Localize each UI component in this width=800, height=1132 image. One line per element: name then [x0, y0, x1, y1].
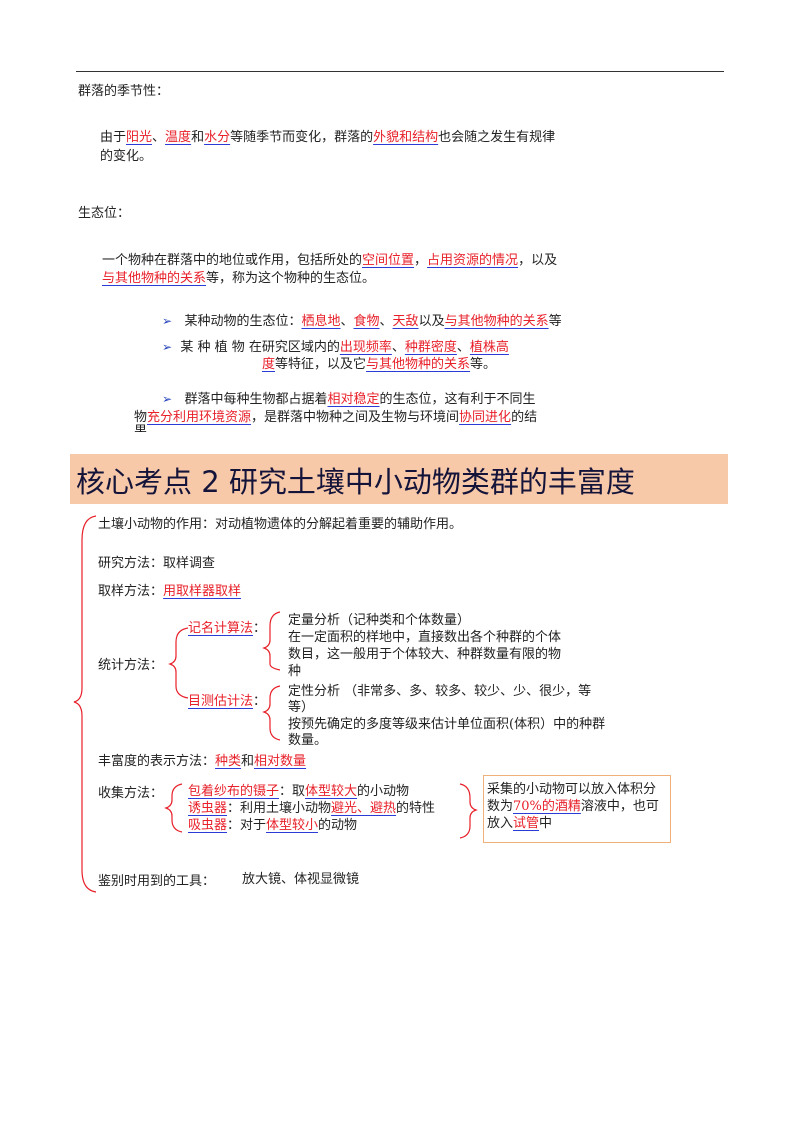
bullet-plant-niche-line-2: 度等特征，以及它与其他物种的关系等。: [262, 357, 497, 372]
counting-line-1: 定量分析（记种类和个体数量）: [288, 613, 471, 628]
arrow-bullet-icon: ➢: [162, 340, 173, 354]
key-term: 试管: [513, 816, 540, 831]
key-term: 阳光: [126, 130, 153, 145]
quantitative-bracket: [262, 611, 281, 671]
method-counting: 记名计算法：: [188, 621, 267, 636]
key-term: 协同进化: [459, 410, 512, 425]
niche-definition-line-1: 一个物种在群落中的地位或作用，包括所处的空间位置，占用资源的情况，以及: [102, 253, 558, 268]
note-line-1: 采集的小动物可以放入体积分: [487, 782, 657, 797]
key-term: 体型较大: [305, 784, 358, 799]
key-term: 相对稳定: [327, 392, 380, 407]
bullet-niche-benefit-line-2: 物充分利用环境资源，是群落中物种之间及生物与环境间协同进化的结: [134, 410, 538, 425]
key-term: 与其他物种的关系: [444, 314, 549, 329]
bullet-niche-benefit-line-3-clipped: 果: [134, 424, 148, 432]
collect-row-1: 包着纱布的镊子：取体型较大的小动物: [188, 784, 410, 799]
collect-right-bracket: [459, 783, 478, 839]
bullet-animal-niche: ➢ 某种动物的生态位：栖息地、食物、天敌以及与其他物种的关系等: [162, 314, 562, 329]
stats-label: 统计方法：: [98, 658, 164, 673]
key-term: 空间位置: [362, 253, 415, 268]
stats-bracket: [168, 627, 189, 699]
collect-bracket: [164, 783, 183, 833]
topic-banner: [70, 454, 728, 504]
key-term: 与其他物种的关系: [366, 357, 471, 372]
niche-definition-line-2: 与其他物种的关系等，称为这个物种的生态位。: [102, 271, 376, 286]
key-term: 天敌: [392, 314, 419, 329]
key-term: 出现频率: [339, 340, 392, 355]
bullet-niche-benefit-line-1: ➢ 群落中每种生物都占据着相对稳定的生态位，这有利于不同生: [162, 392, 536, 407]
collect-row-3: 吸虫器：对于体型较小的动物: [188, 818, 358, 833]
counting-line-4: 种: [288, 664, 302, 679]
key-term: 种类: [215, 754, 242, 769]
key-term: 包着纱布的镊子: [188, 784, 280, 799]
key-term: 水分: [204, 130, 231, 145]
estimation-line-4: 数量。: [288, 733, 328, 748]
note-box: [483, 775, 671, 843]
method-estimation: 目测估计法：: [188, 694, 267, 709]
topic-banner-title: 核心考点 2 研究土壤中小动物类群的丰富度: [76, 465, 635, 499]
key-term: 体型较小: [266, 818, 319, 833]
bullet-plant-niche-line-1: ➢ 某 种 植 物 在研究区域内的出现频率、种群密度、植株高: [162, 340, 509, 355]
seasonality-line-1: 由于阳光、温度和水分等随季节而变化，群落的外貌和结构也会随之发生有规律: [100, 130, 556, 145]
tools-label: 鉴别时用到的工具：: [98, 874, 216, 889]
key-term: 相对数量: [254, 754, 307, 769]
arrow-bullet-icon: ➢: [162, 392, 173, 406]
sampling-text: 取样方法：用取样器取样: [98, 584, 242, 599]
role-text: 土壤小动物的作用：对动植物遗体的分解起着重要的辅助作用。: [98, 517, 463, 532]
method-text: 研究方法：取样调查: [98, 556, 216, 571]
key-term: 用取样器取样: [163, 584, 242, 599]
key-term: 栖息地: [301, 314, 341, 329]
key-term: 充分利用环境资源: [147, 410, 252, 425]
estimation-line-2: 等）: [288, 700, 315, 715]
richness-text: 丰富度的表示方法：种类和相对数量: [98, 754, 307, 769]
key-term: 目测估计法: [188, 694, 254, 709]
key-term: 植株高: [469, 340, 509, 355]
arrow-bullet-icon: ➢: [162, 314, 173, 328]
key-term: 记名计算法: [188, 621, 254, 636]
estimation-line-1: 定性分析 （非常多、多、较多、较少、少、很少，等: [288, 684, 592, 699]
collect-row-2: 诱虫器：利用土壤小动物避光、避热的特性: [188, 801, 436, 816]
key-term: 度: [262, 357, 276, 372]
note-line-3: 放入试管中: [487, 816, 553, 831]
key-term: 避光、避热: [331, 801, 397, 816]
niche-heading: 生态位：: [78, 206, 131, 221]
key-term: 70%的酒精: [513, 799, 581, 814]
main-bracket: [73, 515, 97, 893]
key-term: 温度: [165, 130, 192, 145]
counting-line-2: 在一定面积的样地中，直接数出各个种群的个体: [288, 630, 562, 645]
tools-value: 放大镜、体视显微镜: [242, 872, 360, 887]
seasonality-line-2: 的变化。: [100, 149, 153, 164]
key-term: 食物: [353, 314, 380, 329]
qualitative-bracket: [262, 685, 281, 741]
note-line-2: 数为70%的酒精溶液中，也可: [487, 799, 659, 814]
seasonality-heading: 群落的季节性：: [78, 84, 170, 99]
header-rule: [76, 71, 724, 72]
key-term: 种群密度: [404, 340, 457, 355]
key-term: 占用资源的情况: [427, 253, 519, 268]
key-term: 吸虫器: [188, 818, 228, 833]
counting-line-3: 数目，这一般用于个体较大、种群数量有限的物: [288, 647, 562, 662]
collect-label: 收集方法：: [98, 786, 164, 801]
key-term: 诱虫器: [188, 801, 228, 816]
key-term: 与其他物种的关系: [102, 271, 207, 286]
estimation-line-3: 按预先确定的多度等级来估计单位面积(体积）中的种群: [288, 717, 606, 732]
key-term: 外貌和结构: [373, 130, 439, 145]
